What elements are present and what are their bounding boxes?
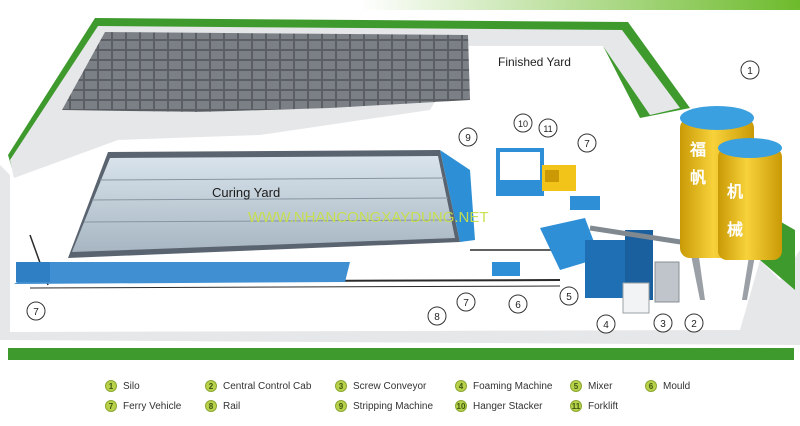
legend-item: 7 Ferry Vehicle [105,398,181,414]
svg-text:3: 3 [660,319,666,330]
legend-label: Silo [123,380,140,392]
legend-number: 11 [570,400,582,412]
stripping-machine [496,148,544,196]
callout-6: 6 [508,294,528,314]
svg-text:2: 2 [691,319,697,330]
callout-1: 1 [740,60,760,80]
legend-item: 4 Foaming Machine [455,378,552,394]
svg-text:4: 4 [603,320,609,331]
silo-char-4: 械 [727,220,743,239]
legend: 1 Silo 2 Central Control Cab 3 Screw Conveyor… [0,362,800,426]
svg-text:8: 8 [434,312,440,323]
legend-label: Mixer [588,380,613,392]
callout-4: 4 [596,314,616,334]
legend-label: Rail [223,400,241,412]
legend-number: 4 [455,380,467,392]
finished-yard-blocks [62,32,470,112]
legend-number: 6 [645,380,657,392]
svg-text:5: 5 [566,292,572,303]
silo-char-3: 机 [727,182,743,201]
callout-3: 3 [653,313,673,333]
legend-label: Screw Conveyor [353,380,427,392]
legend-number: 3 [335,380,347,392]
top-accent-bar [0,0,800,10]
legend-label: Stripping Machine [353,400,434,412]
svg-text:6: 6 [515,300,521,311]
control-cab [654,261,680,303]
legend-item: 9 Stripping Machine [335,398,433,414]
callout-2: 2 [684,313,704,333]
ferry-vehicle-right [570,196,600,210]
legend-item: 3 Screw Conveyor [335,378,426,394]
legend-number: 7 [105,400,117,412]
callout-11: 11 [538,118,558,138]
legend-item: 2 Central Control Cab [205,378,311,394]
callout-7-mid: 7 [456,292,476,312]
callout-10: 10 [513,113,533,133]
svg-text:7: 7 [33,307,39,318]
callout-8: 8 [427,306,447,326]
mould-row [14,262,350,284]
svg-text:11: 11 [543,124,552,134]
legend-number: 2 [205,380,217,392]
legend-label: Hanger Stacker [473,400,543,412]
curing-yard-label: Curing Yard [212,185,280,200]
silo-char-1: 福 [689,140,706,159]
mould-cart [492,262,520,276]
plant-layout-diagram: Finished Yard Curing Yard [0,0,800,360]
legend-label: Forklift [588,400,618,412]
legend-item: 1 Silo [105,378,140,394]
legend-number: 8 [205,400,217,412]
svg-text:7: 7 [463,298,469,309]
silo-char-2: 帆 [690,168,706,187]
legend-number: 10 [455,400,467,412]
svg-text:10: 10 [518,119,528,129]
svg-text:1: 1 [747,66,753,77]
legend-label: Mould [663,380,691,392]
foaming-machine [622,282,650,314]
legend-item: 10 Hanger Stacker [455,398,542,414]
legend-number: 1 [105,380,117,392]
watermark: WWW.NHANCONGXAYDUNG.NET [248,209,489,226]
finished-yard-label: Finished Yard [498,55,571,69]
svg-text:7: 7 [584,139,590,150]
silo-characters: 福 帆 机 械 [689,140,743,239]
legend-item: 5 Mixer [570,378,612,394]
legend-item: 8 Rail [205,398,240,414]
legend-label: Ferry Vehicle [123,400,182,412]
callout-7-left: 7 [26,301,46,321]
legend-label: Central Control Cab [223,380,312,392]
legend-label: Foaming Machine [473,380,553,392]
curing-yard [68,150,475,258]
silos [680,106,782,300]
callout-7-right: 7 [577,133,597,153]
callout-5: 5 [559,286,579,306]
callout-9: 9 [458,127,478,147]
legend-number: 9 [335,400,347,412]
legend-item: 6 Mould [645,378,690,394]
legend-item: 11 Forklift [570,398,618,414]
svg-text:9: 9 [465,133,471,144]
legend-number: 5 [570,380,582,392]
forklift [542,165,576,191]
